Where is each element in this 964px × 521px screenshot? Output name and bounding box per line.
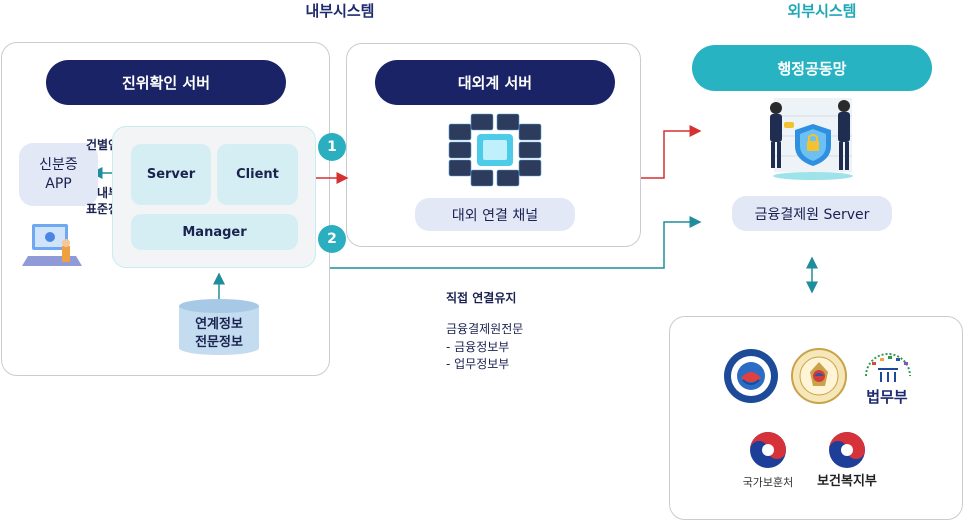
police-seal-icon: [791, 348, 847, 404]
database-icon: [179, 299, 259, 355]
gov-security-illustration: [770, 98, 853, 180]
arrow-direct-link: [330, 216, 702, 269]
mpva-label: 국가보훈처: [742, 476, 794, 489]
server-box: Server: [131, 144, 211, 205]
arrow-external-to-gov: [641, 125, 702, 179]
laptop-illustration: [22, 224, 82, 266]
manager-box: Manager: [131, 214, 298, 250]
mpva-taegeuk-icon: [750, 432, 786, 468]
auth-server-title: 진위확인 서버: [46, 60, 286, 105]
mohw-label: 보건복지부: [817, 474, 877, 489]
external-server-title: 대외계 서버: [375, 60, 615, 105]
id-app-box: 신분증 APP: [19, 143, 98, 206]
gov-network-title: 행정공동망: [692, 45, 932, 91]
gov-server-box: 금융결제원 Server: [732, 196, 892, 231]
client-box: Client: [217, 144, 298, 205]
direct-link-line-2: - 금융정보부: [446, 340, 510, 354]
mohw-taegeuk-icon: [829, 432, 865, 468]
marker-2: 2: [318, 225, 346, 253]
external-system-title: 외부시스템: [787, 2, 857, 20]
marker-1: 1: [318, 133, 346, 161]
direct-link-line-3: - 업무정보부: [446, 357, 510, 371]
server-stack-illustration: [448, 113, 542, 187]
interior-ministry-seal-icon: [724, 349, 778, 403]
direct-link-line-1: 금융결제원전문: [446, 322, 524, 336]
direct-link-title: 직접 연결유지: [446, 291, 517, 305]
internal-system-title: 내부시스템: [305, 2, 375, 20]
database-label: 연계정보 전문정보: [195, 317, 243, 350]
justice-ministry-label: 법무부: [866, 388, 908, 406]
external-channel-box: 대외 연결 채널: [415, 198, 575, 231]
justice-ministry-seal-icon: [865, 353, 911, 382]
